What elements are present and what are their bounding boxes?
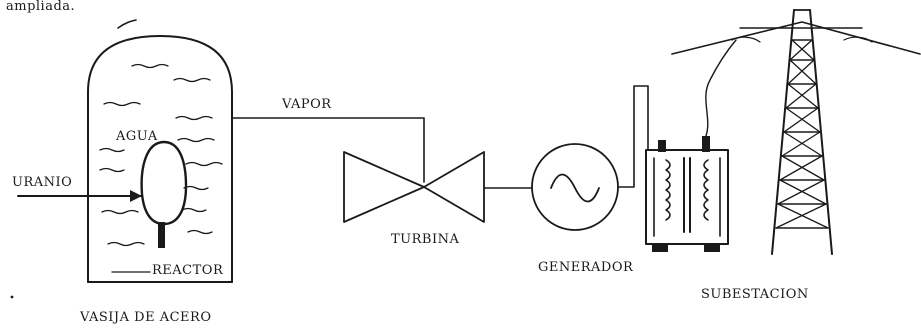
label-reactor: REACTOR [152, 263, 224, 278]
steel-vessel [87, 19, 233, 283]
generator-output-line [617, 85, 649, 188]
label-vasija: VASIJA DE ACERO [80, 310, 212, 325]
label-uranio: URANIO [12, 175, 73, 190]
water-waves [99, 63, 223, 273]
label-generador: GENERADOR [538, 260, 634, 275]
header-fragment: ampliada. [6, 0, 76, 14]
label-turbina: TURBINA [391, 232, 460, 247]
generator-symbol [531, 143, 619, 231]
transformer-symbol [645, 136, 729, 252]
label-subestacion: SUBESTACION [701, 287, 809, 302]
transmission-feed [705, 39, 737, 137]
uranium-arrow [17, 190, 143, 202]
turbine-symbol [343, 151, 485, 223]
label-vapor: VAPOR [282, 97, 332, 112]
label-agua: AGUA [116, 129, 158, 144]
stray-mark [10, 295, 14, 299]
control-rod [158, 222, 165, 248]
reactor-core [140, 140, 188, 248]
steam-pipe [231, 117, 425, 183]
transmission-tower [671, 9, 921, 255]
